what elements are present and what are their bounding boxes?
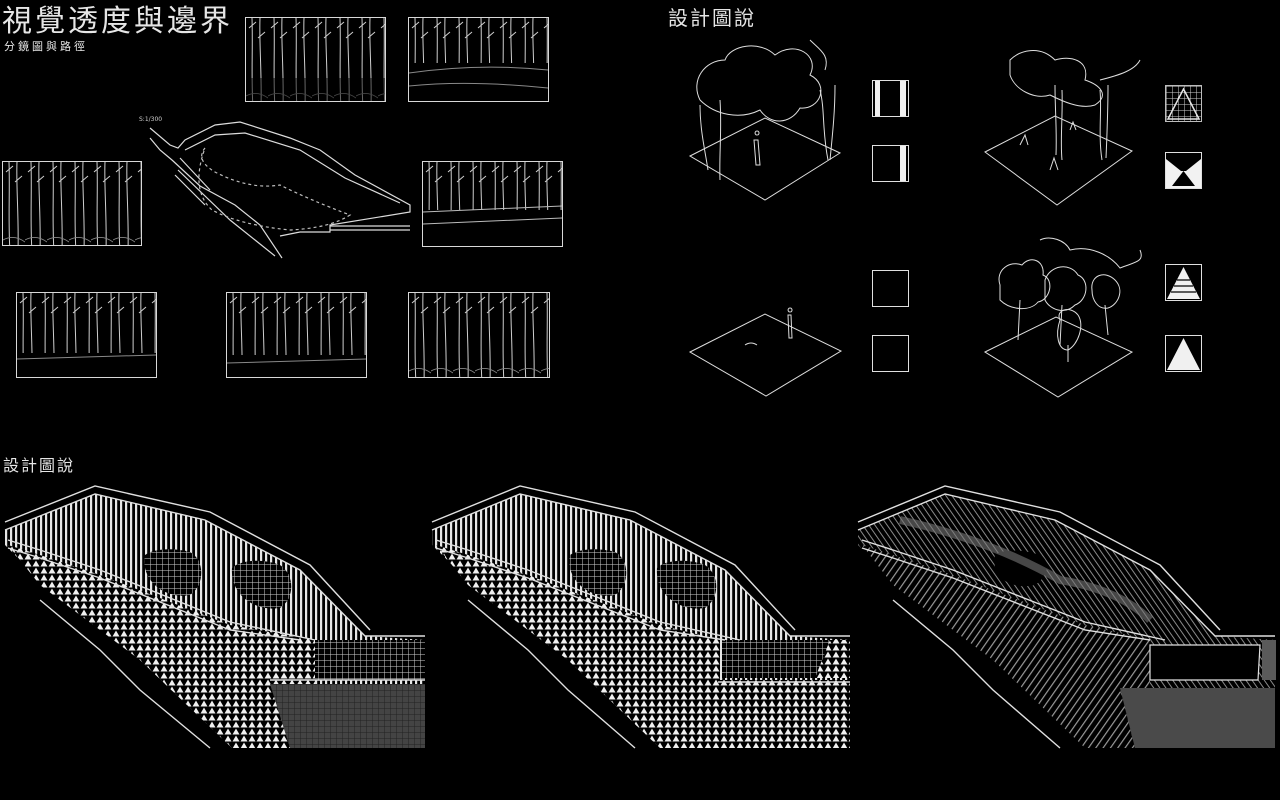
bottom-panel-title: 設計圖說 [3, 456, 76, 475]
section-b [431, 485, 850, 749]
empty-square-icon [872, 335, 909, 372]
section-c [857, 485, 1276, 749]
page-subtitle: 分鏡圖與路徑 [4, 40, 88, 53]
right-panel-title: 設計圖說 [668, 6, 756, 30]
filled-trapezoid-icon [1165, 152, 1202, 189]
section-a [4, 485, 425, 749]
filled-triangle-icon [1165, 335, 1202, 372]
storyboard-frame-4 [422, 161, 563, 247]
page-title: 視覺透度與邊界 [2, 4, 233, 39]
bars-square-icon [872, 80, 909, 117]
half-bar-square-icon [872, 145, 909, 182]
storyboard-frame-3 [2, 161, 142, 246]
striped-triangle-icon [1165, 264, 1202, 301]
storyboard-frame-1 [245, 17, 386, 102]
outline-triangle-icon [1165, 85, 1202, 122]
storyboard-frame-7 [408, 292, 550, 378]
scale-label: S:1/300 [139, 116, 163, 123]
storyboard-frame-2 [408, 17, 549, 102]
storyboard-frame-6 [226, 292, 367, 378]
storyboard-frame-5 [16, 292, 157, 378]
empty-square-icon [872, 270, 909, 307]
